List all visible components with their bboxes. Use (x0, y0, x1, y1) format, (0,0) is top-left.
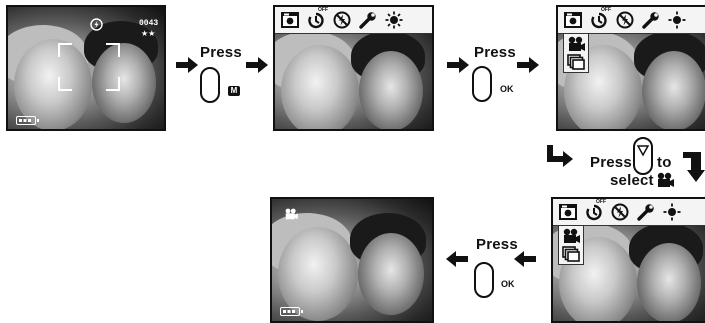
flash-off-icon[interactable] (610, 202, 630, 222)
lcd-screen-menu: OFF (273, 5, 434, 131)
arrow-left-icon (446, 251, 468, 267)
ok-button-icon (472, 66, 492, 102)
timer-off-badge: OFF (601, 7, 611, 13)
arrow-right-icon (246, 57, 268, 73)
video-camera-icon[interactable] (567, 36, 585, 52)
wrench-icon[interactable] (636, 202, 656, 222)
ok-key-label: OK (501, 279, 515, 289)
press-label-3: Press (590, 154, 632, 171)
arrow-turn-down-right-icon (547, 145, 573, 167)
lcd-screen-video-mode (270, 197, 434, 323)
camera-icon[interactable] (563, 10, 583, 30)
select-label: select (610, 172, 654, 189)
arrow-turn-down-icon (683, 152, 705, 182)
down-button-icon (633, 137, 653, 175)
lcd-screen-live-view: 0043 ★★ (6, 5, 166, 131)
self-timer-off-icon[interactable]: OFF (306, 10, 326, 30)
lcd-screen-submenu: OFF (556, 5, 705, 131)
frame-counter: 0043 (139, 19, 158, 28)
battery-full-icon (280, 307, 300, 316)
ok-key-label: OK (500, 84, 514, 94)
arrow-right-icon (517, 57, 539, 73)
ok-button-icon (474, 262, 494, 298)
camera-icon[interactable] (558, 202, 578, 222)
quality-stars: ★★ (141, 29, 155, 38)
flash-off-icon[interactable] (615, 10, 635, 30)
menu-key-label: M (228, 86, 240, 96)
capture-mode-submenu (558, 225, 584, 265)
battery-full-icon (16, 116, 36, 125)
self-timer-off-icon[interactable]: OFF (584, 202, 604, 222)
burst-icon[interactable] (567, 54, 585, 70)
menu-toolbar: OFF (275, 7, 432, 34)
flash-auto-icon (90, 18, 103, 31)
video-camera-icon[interactable] (562, 228, 580, 244)
down-triangle-icon (637, 145, 649, 157)
menu-toolbar: OFF (553, 199, 705, 226)
press-label-1: Press (200, 44, 242, 61)
arrow-right-icon (176, 57, 198, 73)
burst-icon[interactable] (562, 246, 580, 262)
timer-off-badge: OFF (318, 7, 328, 13)
wrench-icon[interactable] (358, 10, 378, 30)
white-balance-icon[interactable] (667, 10, 687, 30)
arrow-right-icon (447, 57, 469, 73)
capture-mode-submenu (563, 33, 589, 73)
arrow-left-icon (514, 251, 536, 267)
to-label: to (657, 154, 672, 171)
self-timer-off-icon[interactable]: OFF (589, 10, 609, 30)
video-camera-icon (284, 208, 298, 220)
wrench-icon[interactable] (641, 10, 661, 30)
white-balance-icon[interactable] (384, 10, 404, 30)
flash-off-icon[interactable] (332, 10, 352, 30)
menu-button-icon (200, 67, 220, 103)
white-balance-icon[interactable] (662, 202, 682, 222)
menu-toolbar: OFF (558, 7, 705, 34)
press-label-2: Press (474, 44, 516, 61)
lcd-screen-video-selected: OFF (551, 197, 705, 323)
press-label-4: Press (476, 236, 518, 253)
timer-off-badge: OFF (596, 199, 606, 205)
video-camera-icon (656, 172, 674, 188)
camera-icon[interactable] (280, 10, 300, 30)
